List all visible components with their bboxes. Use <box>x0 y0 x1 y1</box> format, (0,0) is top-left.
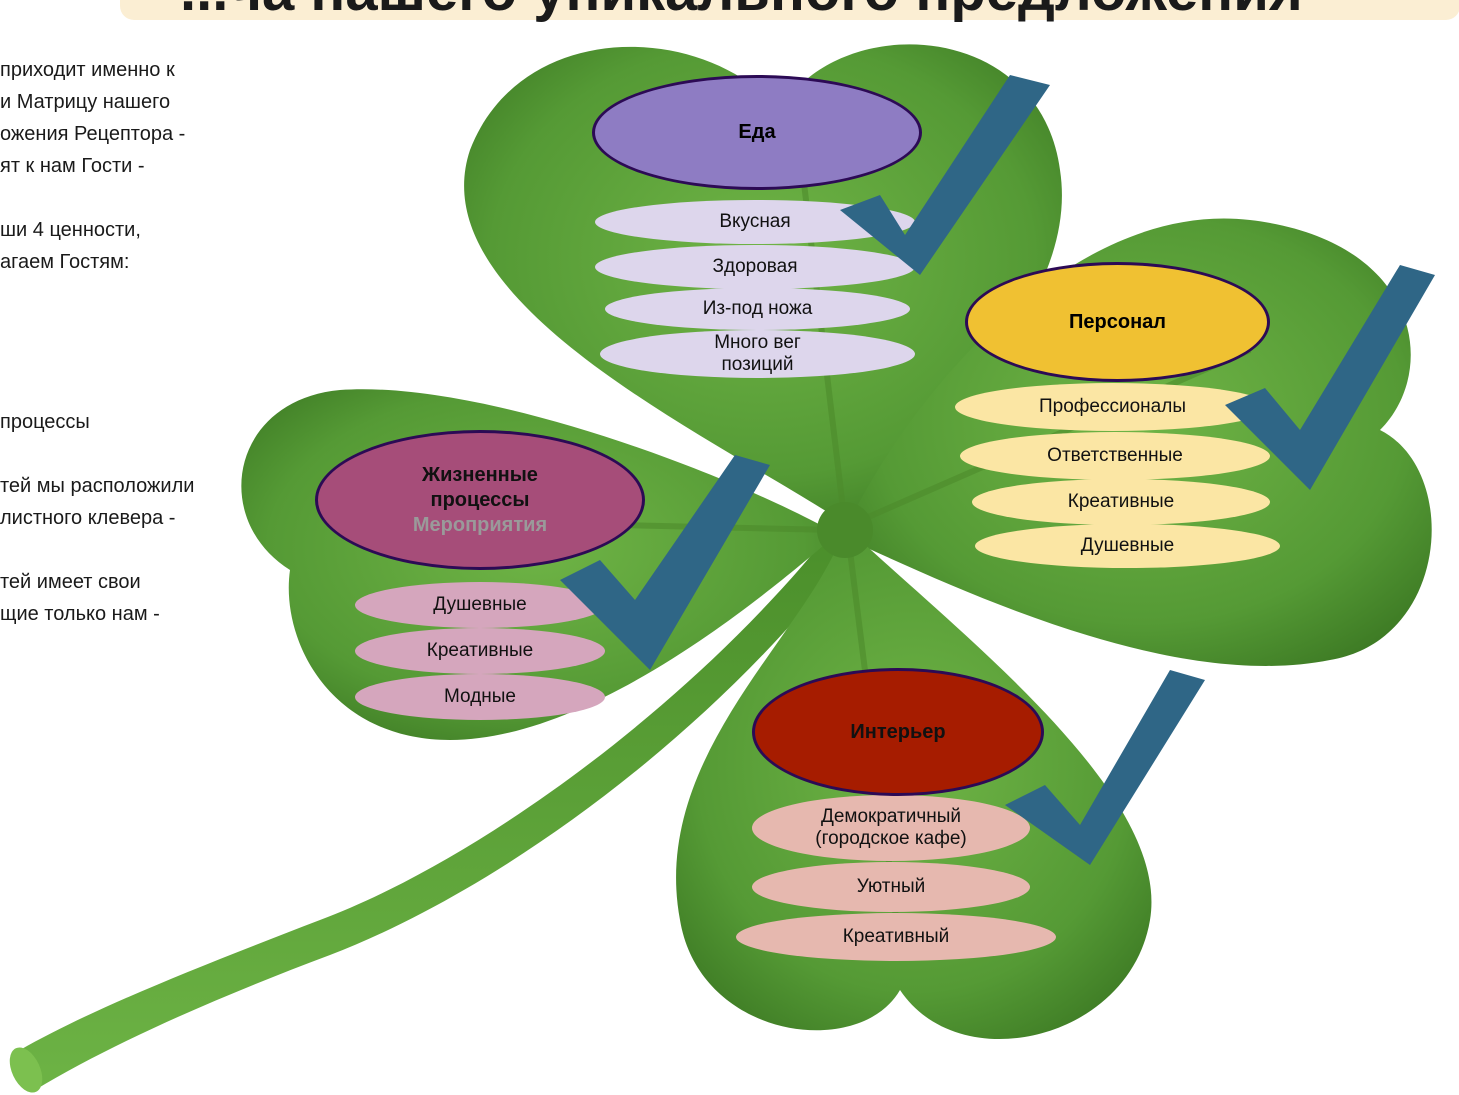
intro-line: приходит именно к <box>0 59 175 81</box>
intro-line: ожения Рецептора - <box>0 123 186 145</box>
staff-item: Душевные <box>975 524 1280 568</box>
life-title-line2: процессы <box>430 488 530 511</box>
title-banner <box>120 0 1459 20</box>
intro-line: щие только нам - <box>0 603 160 625</box>
life-item: Душевные <box>355 582 605 628</box>
life-item: Модные <box>355 674 605 720</box>
interior-item: Уютный <box>752 862 1030 912</box>
page-title: ...ча нашего уникального предложения <box>180 0 1303 20</box>
intro-line: процессы <box>0 411 90 433</box>
staff-item: Профессионалы <box>955 383 1270 431</box>
interior-head: Интерьер <box>752 668 1044 796</box>
staff-item: Ответственные <box>960 432 1270 480</box>
intro-line: листного клевера - <box>0 507 176 529</box>
food-item: Здоровая <box>595 245 915 289</box>
intro-line: тей мы расположили <box>0 475 195 497</box>
intro-line: тей имеет свои <box>0 571 141 593</box>
staff-title: Персонал <box>1069 310 1166 333</box>
staff-head: Персонал <box>965 262 1270 382</box>
intro-line: ши 4 ценности, <box>0 219 141 241</box>
food-item: Из-под ножа <box>605 288 910 330</box>
clover-stem <box>20 520 860 1090</box>
interior-item: Креативный <box>736 913 1056 961</box>
interior-title: Интерьер <box>850 720 946 743</box>
interior-item: Демократичный (городское кафе) <box>752 795 1030 861</box>
intro-line: агаем Гостям: <box>0 251 130 273</box>
food-title: Еда <box>738 121 776 143</box>
intro-line: ят к нам Гости - <box>0 155 145 177</box>
food-item: Вкусная <box>595 200 915 244</box>
life-item: Креативные <box>355 628 605 674</box>
staff-item: Креативные <box>972 479 1270 525</box>
food-head: Еда <box>592 75 922 190</box>
food-item: Много вег позиций <box>600 330 915 378</box>
life-head: Жизненные процессы Мероприятия <box>315 430 645 570</box>
life-title-line1: Жизненные <box>422 463 538 486</box>
life-title-line3: Мероприятия <box>412 513 548 536</box>
intro-line: и Матрицу нашего <box>0 91 171 113</box>
